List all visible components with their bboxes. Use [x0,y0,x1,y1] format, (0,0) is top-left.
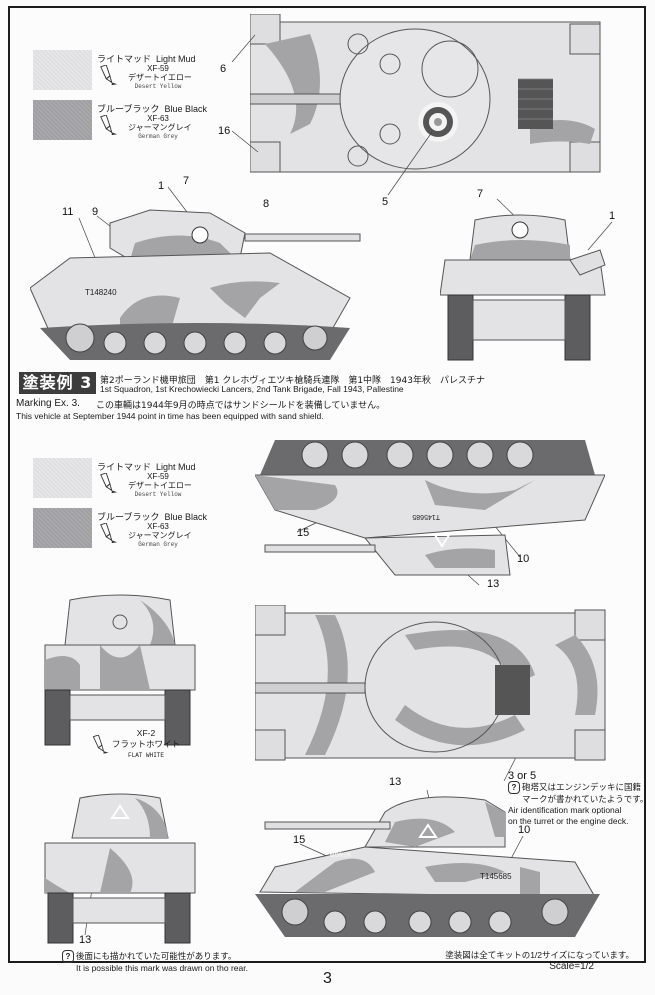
callout-8: 8 [263,198,270,210]
blue-black-paint-code: XF-63 ジャーマングレイ German Grey [128,522,192,548]
light-mud-label: ライトマッド Light Mud [97,54,196,64]
paint-brush-icon [100,523,118,544]
callout-6: 6 [220,63,227,75]
callout-13: 13 [389,776,402,788]
paint-brush-icon [100,115,118,136]
rear-mark-note: ?後面にも描かれていた可能性があります。 It is possible this… [62,950,248,974]
tank-rear-view-ex3 [44,793,196,944]
paint-brush-icon [100,65,118,86]
tank-side-view-ex2: T148240 [30,209,361,360]
tank-top-view-ex2 [250,14,601,173]
callout-1: 1 [158,180,165,192]
callout-15-mirrored: 15 [297,527,310,539]
blue-black-label: ブルーブラック Blue Black [97,512,208,522]
serial-number: T148240 [85,288,117,297]
air-id-note: ?砲塔又はエンジンデッキに国籍 マークが書かれていたようです。 Air iden… [508,781,649,826]
callout-11: 11 [62,206,74,218]
tank-top-view-ex3 [255,605,606,761]
serial-number: T145685 [480,872,512,881]
tank-name: BORUK [330,853,353,859]
blue-black-swatch [33,508,92,548]
light-mud-paint-code: XF-59 デザートイエロー Desert Yellow [128,472,192,498]
tank-side-view-ex3-left: T145685 [255,440,605,576]
marking-label: Marking Ex. 3. [16,398,80,409]
tank-front-view-ex2 [440,214,606,361]
tank-side-view-ex3-right: BORUK T145685 [255,796,600,937]
question-icon: ? [508,781,520,794]
light-mud-swatch [33,458,92,498]
callout-7-front: 7 [477,188,484,200]
question-icon: ? [62,950,74,963]
blue-black-label: ブルーブラック Blue Black [97,104,208,114]
light-mud-label: ライトマッド Light Mud [97,462,196,472]
callout-1-front: 1 [609,210,616,222]
callout-10-mirrored: 10 [517,553,530,565]
callout-5: 5 [382,196,389,208]
callout-9: 9 [92,206,99,218]
scale-note: 塗装図は全てキットの1/2サイズになっています。 Scale=1/2 [445,950,634,972]
flat-white-label: XF-2 フラットホワイト FLAT WHITE [112,728,181,759]
tank-front-view-ex3 [44,594,196,746]
unit-jp: 第2ポーランド機甲旅団 第1 クレホヴィエツキ槍騎兵連隊 第1中隊 1943年秋… [100,376,485,386]
callout-10: 10 [518,824,531,836]
serial-number-mirrored: T145685 [412,513,440,520]
callout-13-rear: 13 [79,934,92,946]
light-mud-paint-code: XF-59 デザートイエロー Desert Yellow [128,64,192,90]
paint-brush-icon [100,473,118,494]
callout-3-or-5: 3 or 5 [508,770,537,782]
unit-en: 1st Squadron, 1st Krechowiecki Lancers, … [100,384,404,394]
paint-brush-icon [92,735,109,754]
sand-shield-note-jp: この車輛は1944年9月の時点ではサンドシールドを装備していません。 [96,401,386,411]
blue-black-swatch [33,100,92,140]
light-mud-swatch [33,50,92,90]
callout-7: 7 [183,175,190,187]
blue-black-paint-code: XF-63 ジャーマングレイ German Grey [128,114,192,140]
callout-13-mirrored: 13 [487,578,500,590]
callout-16: 16 [218,125,231,137]
marking-badge: 塗装例 3 [19,372,96,394]
callout-15: 15 [293,834,306,846]
page-number: 3 [323,970,332,987]
sand-shield-note-en: This vehicle at September 1944 point in … [16,411,324,421]
